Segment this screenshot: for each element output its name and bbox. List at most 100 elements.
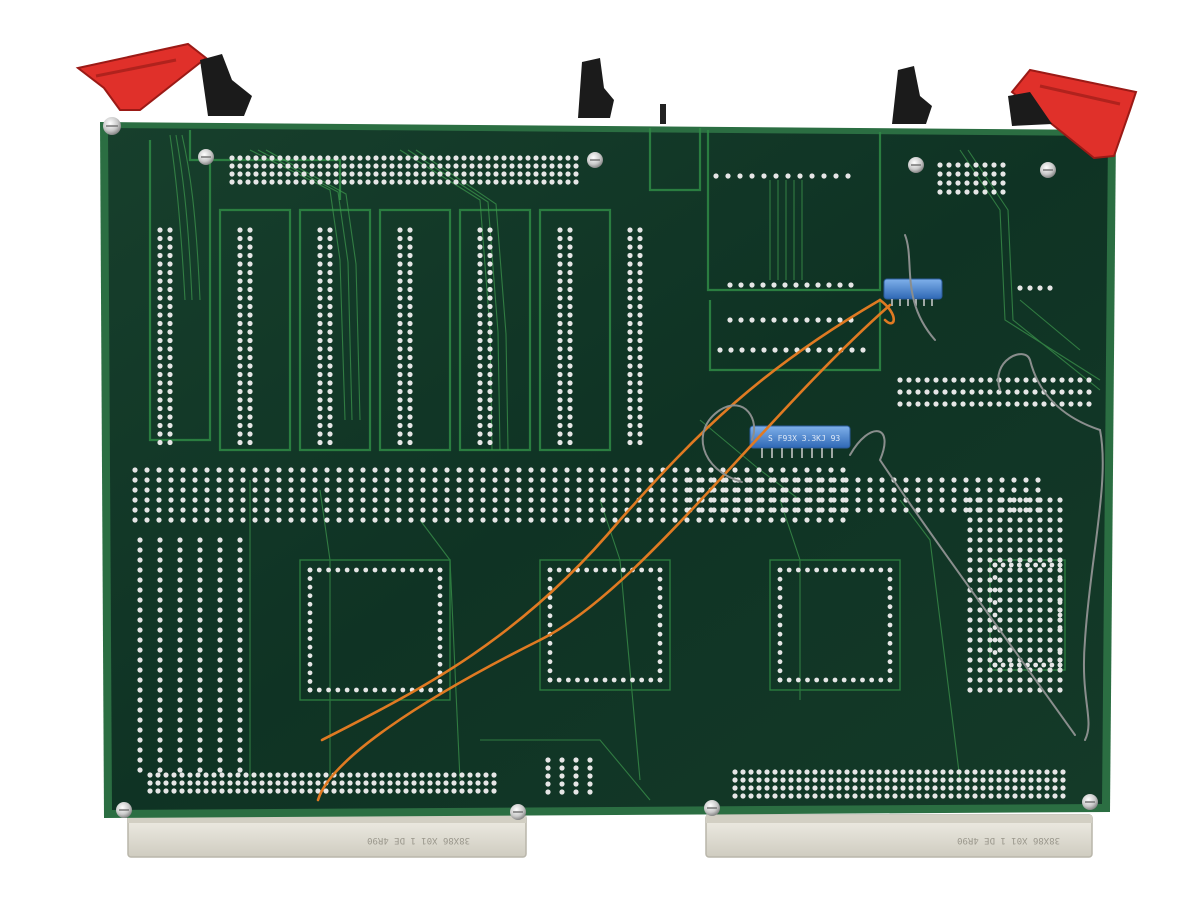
solder-pad xyxy=(660,497,666,503)
solder-pad xyxy=(627,405,633,412)
solder-pad xyxy=(849,347,855,353)
solder-pad xyxy=(852,777,858,783)
solder-pad xyxy=(611,677,617,683)
solder-pad xyxy=(317,179,323,185)
solder-pad xyxy=(317,405,323,412)
solder-pad xyxy=(259,780,265,786)
solder-pad xyxy=(324,467,330,473)
solder-pad xyxy=(533,155,539,161)
solder-pad xyxy=(991,162,997,168)
solder-pad xyxy=(327,388,333,395)
solder-pad xyxy=(602,567,608,573)
solder-pad xyxy=(326,687,331,693)
solder-pad xyxy=(237,439,243,446)
solder-pad xyxy=(307,619,313,624)
solder-pad xyxy=(315,772,321,778)
solder-pad xyxy=(405,155,411,161)
solder-pad xyxy=(397,414,403,420)
solder-pad xyxy=(316,567,322,573)
solder-pad xyxy=(1007,597,1013,603)
solder-pad xyxy=(637,422,643,429)
solder-pad xyxy=(147,772,153,778)
solder-pad xyxy=(501,163,507,169)
solder-pad xyxy=(612,507,618,513)
solder-pad xyxy=(237,346,243,352)
solder-pad xyxy=(565,163,571,169)
solder-pad xyxy=(428,567,434,573)
solder-pad xyxy=(312,477,318,483)
solder-pad xyxy=(567,371,573,378)
solder-pad xyxy=(1023,389,1029,395)
solder-pad xyxy=(1047,607,1053,613)
solder-pad xyxy=(477,320,483,327)
solder-pad xyxy=(1007,567,1013,573)
solder-pad xyxy=(192,497,198,503)
solder-pad xyxy=(247,252,253,259)
solder-pad xyxy=(217,707,223,713)
solder-pad xyxy=(795,677,801,683)
solder-pad xyxy=(468,487,474,493)
solder-pad xyxy=(349,171,355,177)
solder-pad xyxy=(573,765,579,771)
solder-pad xyxy=(237,380,243,386)
solder-pad xyxy=(772,347,778,353)
solder-pad xyxy=(887,622,893,628)
solder-pad xyxy=(860,677,865,683)
solder-pad xyxy=(620,567,626,573)
solder-pad xyxy=(996,793,1002,799)
solder-pad xyxy=(137,577,143,583)
solder-pad xyxy=(180,497,186,503)
solder-pad xyxy=(788,777,794,783)
solder-pad xyxy=(487,303,493,310)
solder-pad xyxy=(327,227,333,233)
solder-pad xyxy=(413,155,419,161)
solder-pad xyxy=(487,227,493,233)
solder-pad xyxy=(556,567,562,573)
solder-pad xyxy=(533,163,539,169)
solder-pad xyxy=(900,769,906,775)
solder-pad xyxy=(978,377,984,383)
solder-pad xyxy=(549,179,555,185)
solder-pad xyxy=(777,659,783,665)
solder-pad xyxy=(852,769,858,775)
solder-pad xyxy=(960,389,966,395)
solder-pad xyxy=(602,677,608,683)
solder-pad xyxy=(735,497,741,503)
solder-pad xyxy=(299,780,305,786)
solder-pad xyxy=(600,497,606,503)
solder-pad xyxy=(237,657,243,663)
solder-pad xyxy=(261,155,267,161)
solder-pad xyxy=(600,487,606,493)
solder-pad xyxy=(167,346,173,352)
solder-pad xyxy=(155,772,161,778)
solder-pad xyxy=(903,487,909,493)
solder-pad xyxy=(180,507,186,513)
solder-pad xyxy=(1014,389,1020,395)
solder-pad xyxy=(552,467,558,473)
solder-pad xyxy=(240,467,246,473)
solder-pad xyxy=(327,269,333,276)
solder-pad xyxy=(171,788,177,794)
solder-pad xyxy=(1037,557,1043,563)
solder-pad xyxy=(177,737,183,743)
solder-pad xyxy=(144,487,150,493)
solder-pad xyxy=(269,155,275,161)
solder-pad xyxy=(1037,657,1043,663)
solder-pad xyxy=(557,252,563,259)
solder-pad xyxy=(237,269,243,276)
solder-pad xyxy=(381,687,387,693)
solder-pad xyxy=(336,497,342,503)
solder-pad xyxy=(567,286,573,293)
solder-pad xyxy=(252,517,258,523)
solder-pad xyxy=(277,155,283,161)
solder-pad xyxy=(627,252,633,259)
solder-pad xyxy=(235,788,241,794)
solder-pad xyxy=(341,171,347,177)
solder-pad xyxy=(573,171,579,177)
solder-pad xyxy=(999,487,1005,493)
solder-pad xyxy=(576,477,582,483)
solder-pad xyxy=(557,405,563,412)
solder-pad xyxy=(395,772,401,778)
solder-pad xyxy=(204,477,210,483)
solder-pad xyxy=(1017,507,1023,513)
